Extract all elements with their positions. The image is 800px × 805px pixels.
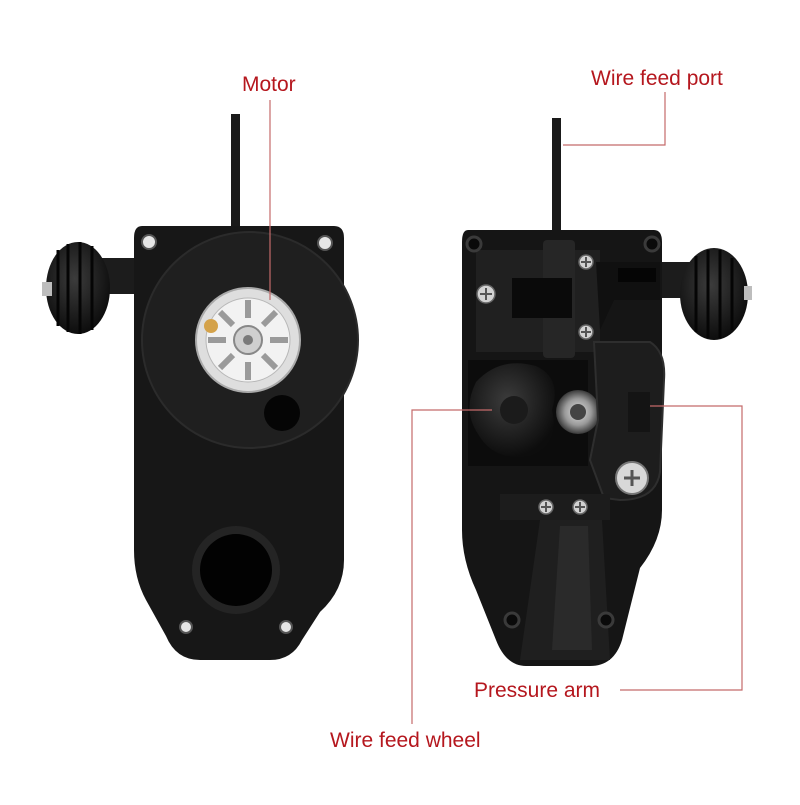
- feed-side-unit: [462, 118, 752, 666]
- label-wire-feed-wheel: Wire feed wheel: [330, 729, 481, 752]
- star-knob: [469, 363, 555, 458]
- leader-wire-feed-wheel: [411, 409, 492, 724]
- housing-hole: [264, 395, 300, 431]
- leader-lines: [269, 92, 743, 724]
- inlet-clamp: [512, 278, 572, 318]
- label-motor: Motor: [242, 73, 296, 96]
- pressure-arm-screw: [615, 461, 649, 495]
- side-knob-left: [42, 242, 145, 334]
- pressure-arm-body: [588, 341, 666, 502]
- wire-outlet-bore: [192, 526, 280, 614]
- label-pressure-arm: Pressure arm: [474, 679, 601, 702]
- feed-bearing: [556, 390, 600, 434]
- wire-guide-rod-right: [552, 118, 561, 234]
- leader-wire-feed-port: [563, 92, 666, 146]
- motor-end-cap: [195, 287, 301, 393]
- label-wire-feed-port: Wire feed port: [591, 67, 723, 90]
- lower-bracket: [500, 494, 610, 520]
- mounting-holes-right: [465, 235, 661, 629]
- mounting-holes-left: [141, 234, 333, 634]
- leader-pressure-arm: [620, 405, 743, 691]
- motor-side-unit: [42, 114, 359, 660]
- side-knob-right: [652, 248, 752, 340]
- phillips-screws: [476, 254, 594, 515]
- wire-guide-rod-left: [231, 114, 240, 230]
